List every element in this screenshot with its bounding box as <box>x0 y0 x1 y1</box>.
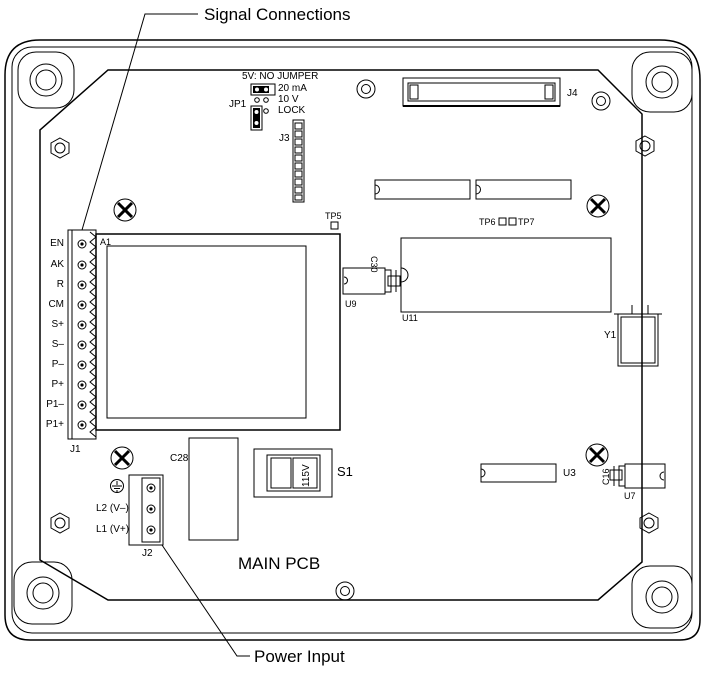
a1-label: A1 <box>100 237 112 247</box>
j1-pin-label: P+ <box>51 379 64 390</box>
mounting-hole <box>335 581 355 601</box>
regulator-u7 <box>609 463 666 489</box>
j1-pin-label: P1+ <box>45 419 64 430</box>
j1-pin-label: AK <box>50 259 64 270</box>
corner-boss-top-left <box>17 51 75 109</box>
tp7-label: TP7 <box>518 217 535 227</box>
pcb-outline <box>39 69 643 601</box>
j1-pin-label: EN <box>50 238 64 249</box>
u11-label: U11 <box>402 313 418 323</box>
ic-chip <box>475 179 572 200</box>
jumper-header-label: 5V: NO JUMPER <box>242 71 319 82</box>
screw-icon <box>585 443 609 467</box>
j2-label: J2 <box>142 548 153 559</box>
jumper-jp1 <box>250 83 276 131</box>
u9-label: U9 <box>345 299 357 309</box>
u3-label: U3 <box>563 468 576 479</box>
ic-u3 <box>480 463 557 483</box>
signal-leader-line <box>81 13 198 231</box>
j1-pin-label: P1– <box>46 399 64 410</box>
corner-boss-top-right <box>631 51 693 113</box>
corner-boss-bottom-left <box>13 561 73 625</box>
connector-j4 <box>402 77 561 107</box>
hex-stud <box>50 137 70 159</box>
crystal-y1 <box>614 305 662 367</box>
c30-label: C30 <box>369 256 379 273</box>
test-point-tp5 <box>330 221 339 230</box>
power-leader-line <box>161 544 250 657</box>
y1-label: Y1 <box>604 330 617 341</box>
test-point-tp7 <box>508 217 517 226</box>
u7-label: U7 <box>624 491 636 501</box>
ground-symbol-icon <box>110 479 124 493</box>
signal-connections-label: Signal Connections <box>204 5 351 24</box>
mounting-hole <box>356 79 376 99</box>
j1-pin-label: CM <box>48 299 64 310</box>
j3-label: J3 <box>279 133 290 144</box>
module-a1 <box>95 233 341 431</box>
switch-s1 <box>253 448 333 498</box>
enclosure-outline <box>4 39 701 641</box>
j1-pin-label: S+ <box>51 319 64 330</box>
capacitor-c28 <box>188 437 239 541</box>
jumper-20ma-label: 20 mA <box>278 83 307 94</box>
screw-icon <box>586 194 610 218</box>
j1-pin-label: S– <box>51 339 64 350</box>
hex-stud <box>639 512 659 534</box>
test-point-tp6 <box>498 217 507 226</box>
header-j3 <box>292 119 305 203</box>
regulator-u9 <box>342 267 401 295</box>
jumper-10v-label: 10 V <box>278 94 299 105</box>
tp5-label: TP5 <box>325 211 342 221</box>
mounting-hole <box>591 91 611 111</box>
j1-pin-label: R <box>56 279 64 290</box>
j1-label: J1 <box>70 444 81 455</box>
c28-label: C28 <box>170 453 189 464</box>
tp6-label: TP6 <box>479 217 496 227</box>
j2-pin-label: L1 (V+) <box>96 524 130 535</box>
screw-icon <box>113 198 137 222</box>
corner-boss-bottom-right <box>631 565 693 629</box>
j1-pin-label: P– <box>51 359 64 370</box>
enclosure-rim <box>11 46 693 634</box>
j2-pin-label: L2 (V–) <box>96 503 129 514</box>
board-title: MAIN PCB <box>238 554 321 573</box>
power-input-label: Power Input <box>254 647 345 666</box>
terminal-block-j1 <box>67 229 97 440</box>
hex-stud <box>635 135 655 157</box>
ic-chip <box>374 179 471 200</box>
jumper-lock-label: LOCK <box>278 105 306 116</box>
s1-value-label: 115V <box>301 464 312 487</box>
c16-label: C16 <box>601 468 611 485</box>
j4-label: J4 <box>567 88 578 99</box>
ic-u11 <box>400 237 612 313</box>
screw-icon <box>110 446 134 470</box>
jp1-label: JP1 <box>229 99 247 110</box>
hex-stud <box>50 512 70 534</box>
terminal-block-j2 <box>128 474 164 546</box>
s1-label: S1 <box>337 464 353 479</box>
